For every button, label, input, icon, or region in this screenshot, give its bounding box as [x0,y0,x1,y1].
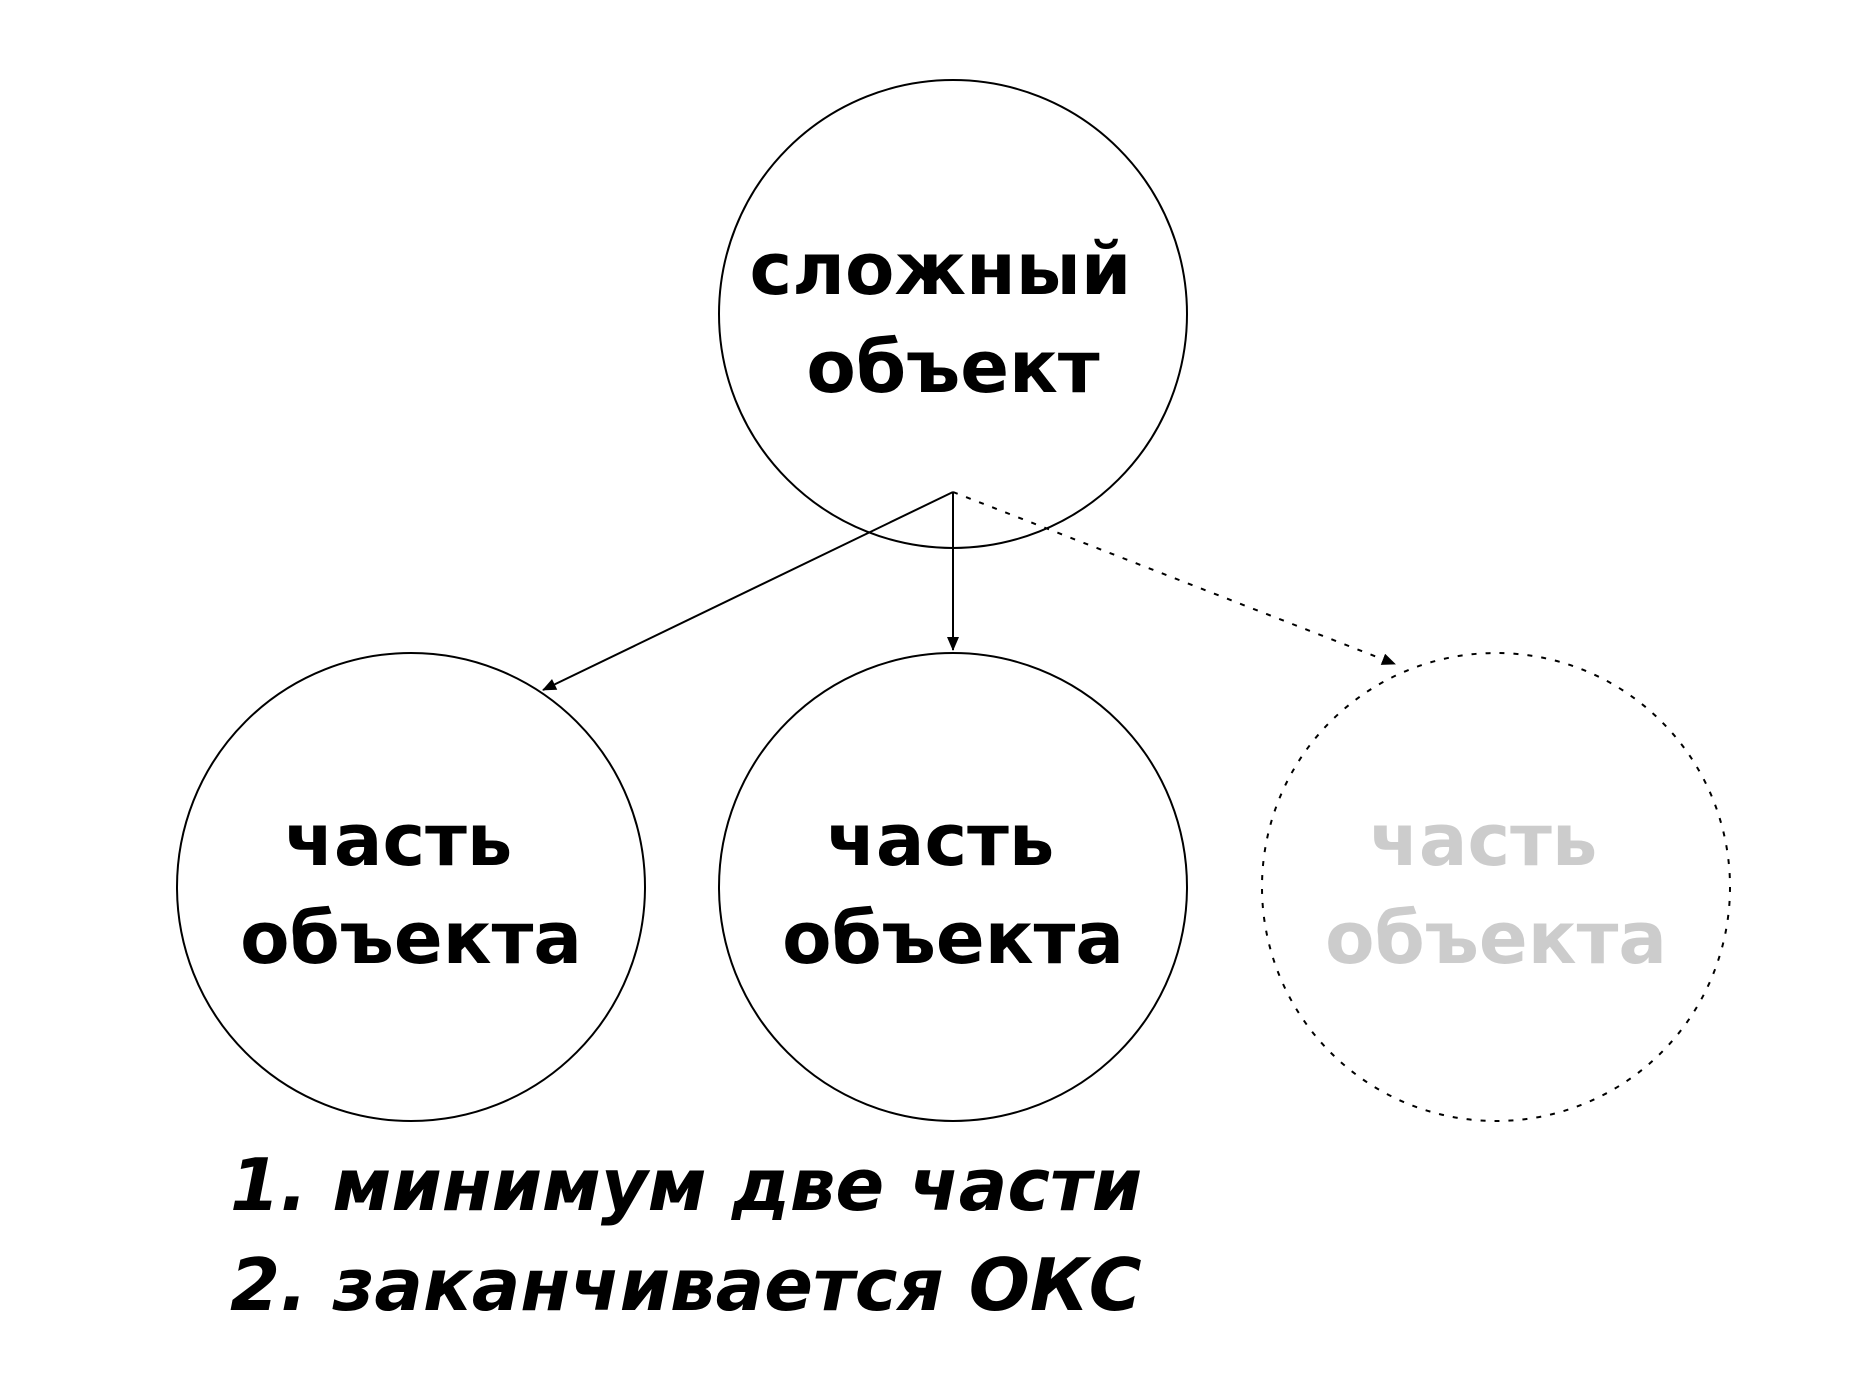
node-left-label-line-1: часть [284,798,512,882]
node-root-circle [718,79,1188,549]
node-middle-label-line-2: объекта [782,896,1124,980]
node-right-label-line-2: объекта [1325,896,1667,980]
node-middle-label-line-1: часть [826,798,1054,882]
node-right-label-line-1: часть [1369,798,1597,882]
node-left-label-line-2: объекта [240,896,582,980]
node-middle-label: часть объекта [782,798,1124,980]
node-middle: часть объекта [718,652,1188,1122]
node-right-circle [1261,652,1731,1122]
node-left-circle [176,652,646,1122]
node-root: сложный объект [718,79,1188,549]
node-left-label: часть объекта [240,798,582,980]
rule-item-2: 2. заканчивается ОКС [230,1243,1142,1327]
node-left: часть объекта [176,652,646,1122]
node-root-label-line-1: сложный [750,227,1132,311]
rule-item-1: 1. минимум две части [230,1143,1143,1227]
node-root-label-line-2: объект [806,325,1100,409]
edge-root-to-left [542,491,954,691]
node-middle-circle [718,652,1188,1122]
node-right-optional: часть объекта [1261,652,1731,1122]
rules-list: 1. минимум две части 2. заканчивается ОК… [230,1135,1230,1335]
node-right-label: часть объекта [1325,798,1667,980]
edge-root-to-right-optional [952,491,1396,665]
node-root-label: сложный объект [750,227,1157,409]
